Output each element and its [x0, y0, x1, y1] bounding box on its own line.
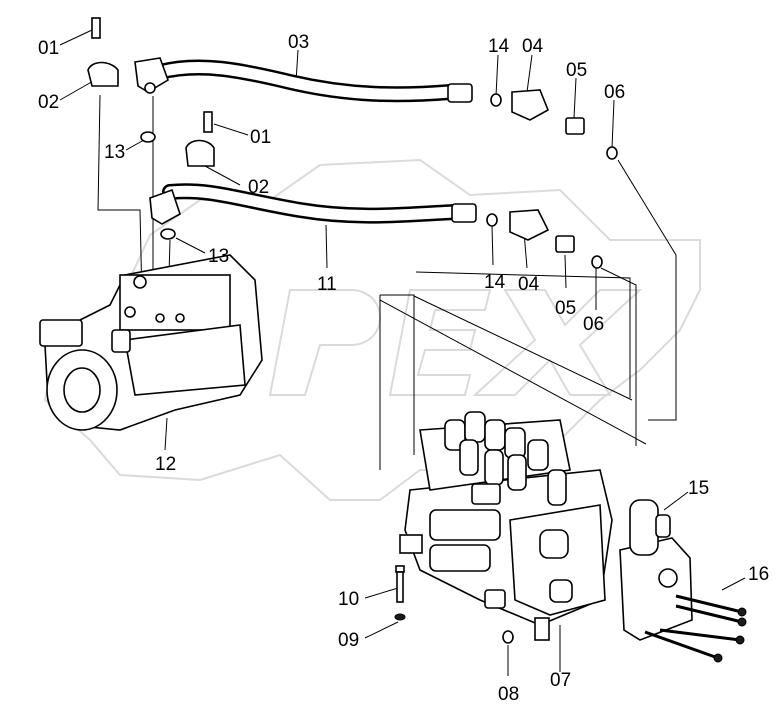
end-cover — [619, 499, 747, 663]
elbow-04-upper — [511, 89, 550, 121]
watermark-letter-x — [472, 289, 643, 396]
label-10: 10 — [338, 589, 359, 610]
elbow-04-lower — [509, 209, 550, 241]
label-14-lower: 14 — [484, 272, 506, 293]
label-01-lower: 01 — [250, 127, 271, 148]
oring-06-upper — [606, 146, 618, 160]
clamp-02-upper — [87, 61, 119, 87]
label-08: 08 — [498, 684, 519, 705]
adapter-05-upper — [565, 117, 585, 135]
hydraulic-pump — [39, 254, 263, 431]
label-06-upper: 06 — [604, 82, 625, 103]
label-01-upper: 01 — [38, 38, 59, 59]
oring-14-lower — [486, 213, 498, 227]
label-02-upper: 02 — [38, 92, 59, 113]
oring-13-lower — [160, 228, 176, 240]
control-valve — [399, 411, 613, 641]
label-04-lower: 04 — [518, 274, 540, 295]
small-hardware — [394, 565, 514, 644]
adapter-05-lower — [555, 235, 575, 253]
part-labels: 01 02 03 14 04 05 06 13 01 02 13 11 14 0… — [38, 32, 769, 705]
label-04-upper: 04 — [522, 36, 544, 57]
label-12: 12 — [155, 454, 176, 475]
label-05-upper: 05 — [566, 60, 587, 81]
label-05-lower: 05 — [555, 298, 576, 319]
label-02-lower: 02 — [248, 177, 269, 198]
bolt-01-upper — [91, 17, 101, 39]
oring-06-lower — [591, 255, 603, 269]
label-13-lower: 13 — [208, 246, 229, 267]
label-07: 07 — [550, 670, 571, 691]
label-06-lower: 06 — [583, 314, 604, 335]
oring-14-upper — [490, 93, 502, 107]
lower-hose — [149, 183, 477, 225]
label-14-upper: 14 — [488, 36, 510, 57]
label-13-upper: 13 — [104, 142, 125, 163]
label-11: 11 — [317, 274, 337, 295]
label-16: 16 — [748, 564, 769, 585]
label-03: 03 — [288, 32, 309, 53]
fittings — [87, 17, 618, 269]
watermark-letter-e — [388, 289, 492, 396]
label-09: 09 — [338, 630, 359, 651]
oring-13-upper — [140, 131, 156, 143]
clamp-02-lower — [185, 139, 215, 167]
leader-lines — [59, 29, 746, 676]
watermark-letter-p — [268, 289, 381, 396]
bolt-01-lower — [203, 111, 213, 133]
label-15: 15 — [688, 478, 709, 499]
upper-hose — [134, 57, 473, 103]
